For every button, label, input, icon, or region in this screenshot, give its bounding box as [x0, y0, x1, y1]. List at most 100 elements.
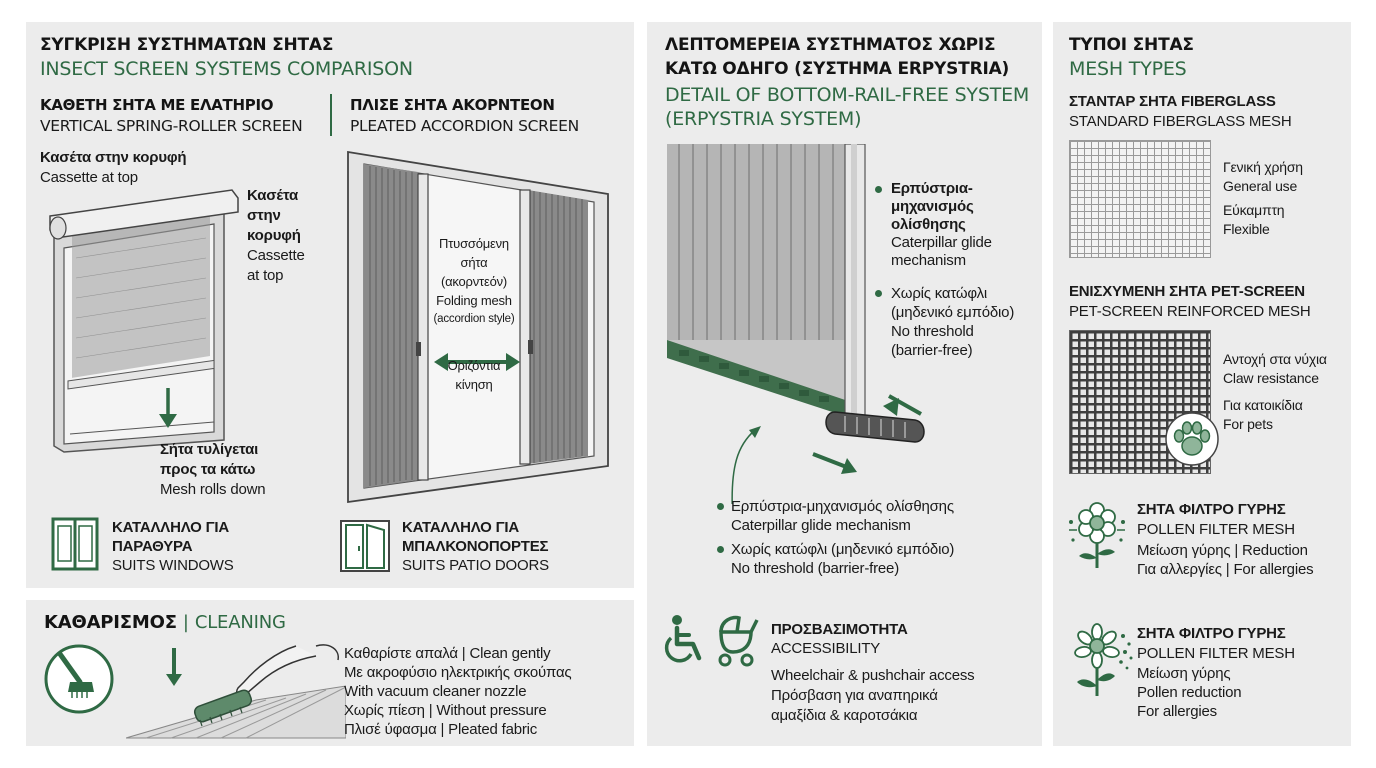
folding-mesh-line: Πτυσσόμενη: [439, 236, 509, 251]
accessibility-lines: Wheelchair & pushchair access Πρόσβαση γ…: [771, 666, 975, 726]
callout-dot-1: [875, 186, 882, 193]
accessibility-line: Πρόσβαση για αναπηρικά: [771, 687, 938, 704]
standard-mesh-swatch: [1069, 140, 1211, 258]
suits-windows-en: SUITS WINDOWS: [112, 557, 234, 574]
cassette-side-line: κορυφή: [247, 227, 301, 244]
column-divider: [330, 94, 332, 136]
bullet-threshold-en: No threshold (barrier-free): [731, 560, 899, 577]
pet-line: For pets: [1223, 416, 1273, 432]
folding-mesh-line: (accordion style): [433, 313, 515, 325]
accessibility-title-el: ΠΡΟΣΒΑΣΙΜΟΤΗΤΑ: [771, 621, 908, 638]
bullet-threshold-el: Χωρίς κατώφλι (μηδενικό εμπόδιο): [731, 541, 955, 558]
mesh-rolls-label-en: Mesh rolls down: [160, 481, 266, 498]
accessibility-line: αμαξίδια & καροτσάκια: [771, 707, 918, 724]
pushchair-icon: [718, 615, 759, 667]
detail-title-en-1: DETAIL OF BOTTOM-RAIL-FREE SYSTEM: [665, 84, 1030, 106]
folding-mesh-line: σήτα: [460, 255, 488, 270]
callout1-line: Ερπύστρια-: [891, 180, 973, 197]
pet-mesh-lines: Αντοχή στα νύχια Claw resistance Για κατ…: [1223, 350, 1327, 434]
standard-mesh-title-en: STANDARD FIBERGLASS MESH: [1069, 113, 1292, 130]
mesh-title-el: ΤΥΠΟΙ ΣΗΤΑΣ: [1069, 35, 1194, 55]
cassette-top-label-el: Κασέτα στην κορυφή: [40, 149, 187, 166]
pleated-screen-title-el: ΠΛΙΣΕ ΣΗΤΑ ΑΚΟΡΝΤΕΟΝ: [350, 96, 555, 114]
cleaning-title-el: ΚΑΘΑΡΙΣΜΟΣ: [44, 612, 177, 633]
suits-windows-el-1: ΚΑΤΑΛΛΗΛΟ ΓΙΑ: [112, 519, 229, 536]
folding-mesh-label: Πτυσσόμενη σήτα (ακορντεόν) Folding mesh…: [422, 234, 526, 329]
pet-line: Αντοχή στα νύχια: [1223, 351, 1327, 367]
bullet-caterpillar-el: Ερπύστρια-μηχανισμός ολίσθησης: [731, 498, 954, 515]
pet-mesh-title-en: PET-SCREEN REINFORCED MESH: [1069, 303, 1311, 320]
horizontal-line: κίνηση: [455, 377, 493, 392]
wheelchair-icon: [664, 615, 702, 663]
pollen2-lines: Μείωση γύρης Pollen reduction For allerg…: [1137, 664, 1242, 721]
accessibility-line: Wheelchair & pushchair access: [771, 667, 975, 684]
folding-mesh-line: (ακορντεόν): [440, 274, 508, 289]
cassette-side-line: Cassette: [247, 247, 305, 264]
callout-dot-2: [875, 290, 882, 297]
patio-door-icon: [340, 520, 390, 572]
pollen2-line: Μείωση γύρης: [1137, 665, 1231, 682]
bullet-dot-1: [717, 503, 724, 510]
cleaning-title-en: CLEANING: [194, 612, 286, 633]
callout1-line: Caterpillar glide: [891, 234, 992, 251]
cassette-top-label-en: Cassette at top: [40, 169, 138, 186]
pet-line: Για κατοικίδια: [1223, 397, 1303, 413]
suits-patio-el-1: ΚΑΤΑΛΛΗΛΟ ΓΙΑ: [402, 519, 519, 536]
pollen2-line: For allergies: [1137, 703, 1217, 720]
suits-windows-el-2: ΠΑΡΑΘΥΡΑ: [112, 538, 193, 555]
bullet-caterpillar-en: Caterpillar glide mechanism: [731, 517, 911, 534]
vertical-screen-title-el: ΚΑΘΕΤΗ ΣΗΤΑ ΜΕ ΕΛΑΤΗΡΙΟ: [40, 96, 274, 114]
standard-mesh-title-el: ΣΤΑΝΤΑΡ ΣΗΤΑ FIBERGLASS: [1069, 93, 1276, 110]
callout2-line: No threshold: [891, 323, 974, 340]
standard-mesh-lines: Γενική χρήση General use Εύκαμπτη Flexib…: [1223, 158, 1303, 239]
vertical-screen-title-en: VERTICAL SPRING-ROLLER SCREEN: [40, 117, 303, 135]
cleaning-panel: ΚΑΘΑΡΙΣΜΟΣ | CLEANING Καθαρίστε απαλ: [26, 600, 634, 746]
mesh-rolls-label-el-2: προς τα κάτω: [160, 461, 256, 478]
vacuum-nozzle-icon: [44, 644, 114, 714]
flower-icon: [1069, 502, 1125, 568]
comparison-panel: ΣΥΓΚΡΙΣΗ ΣΥΣΤΗΜΑΤΩΝ ΣΗΤΑΣ INSECT SCREEN …: [26, 22, 634, 588]
flower-icon: [1074, 623, 1133, 696]
mesh-types-panel: ΤΥΠΟΙ ΣΗΤΑΣ MESH TYPES ΣΤΑΝΤΑΡ ΣΗΤΑ FIBE…: [1053, 22, 1351, 746]
pollen2-title-en: POLLEN FILTER MESH: [1137, 645, 1295, 662]
cassette-side-line: στην: [247, 207, 281, 224]
callout1-line: ολίσθησης: [891, 216, 966, 233]
detail-title-en-2: (ERPYSTRIA SYSTEM): [665, 108, 862, 130]
suits-patio-el-2: ΜΠΑΛΚΟΝΟΠΟΡΤΕΣ: [402, 538, 549, 555]
comparison-title-en: INSECT SCREEN SYSTEMS COMPARISON: [40, 58, 413, 80]
cassette-side-line: at top: [247, 267, 284, 284]
cassette-side-line: Κασέτα: [247, 187, 299, 204]
cleaning-title: ΚΑΘΑΡΙΣΜΟΣ | CLEANING: [44, 612, 286, 634]
mesh-rolls-label-el-1: Σήτα τυλίγεται: [160, 441, 259, 458]
callout1-line: μηχανισμός: [891, 198, 974, 215]
pollen1-title-en: POLLEN FILTER MESH: [1137, 521, 1295, 538]
callout-no-threshold: Χωρίς κατώφλι (μηδενικό εμπόδιο) No thre…: [891, 284, 1014, 360]
cleaning-line: Με ακροφύσιο ηλεκτρικής σκούπας: [344, 664, 572, 681]
suits-patio-en: SUITS PATIO DOORS: [402, 557, 549, 574]
callout2-line: (barrier-free): [891, 342, 973, 359]
caterpillar-system-illustration: [667, 144, 925, 504]
cleaning-line: Πλισέ ύφασμα | Pleated fabric: [344, 721, 538, 738]
horizontal-line: Οριζόντια: [447, 358, 501, 373]
pollen2-line: Pollen reduction: [1137, 684, 1242, 701]
pollen1-line-1: Μείωση γύρης | Reduction: [1137, 542, 1308, 559]
cleaning-instructions: Καθαρίστε απαλά | Clean gently Με ακροφύ…: [344, 644, 572, 739]
pleated-screen-title-en: PLEATED ACCORDION SCREEN: [350, 117, 579, 135]
callout-caterpillar: Ερπύστρια- μηχανισμός ολίσθησης Caterpil…: [891, 180, 992, 270]
standard-line: Γενική χρήση: [1223, 159, 1303, 175]
pollen1-line-2: Για αλλεργίες | For allergies: [1137, 561, 1314, 578]
bullet-dot-2: [717, 546, 724, 553]
folding-mesh-line: Folding mesh: [436, 293, 512, 308]
paw-icon: [1165, 412, 1219, 466]
standard-line: Εύκαμπτη: [1223, 202, 1285, 218]
pet-mesh-title-el: ΕΝΙΣΧΥΜΕΝΗ ΣΗΤΑ PET-SCREEN: [1069, 283, 1305, 300]
standard-line: Flexible: [1223, 221, 1270, 237]
brush-icon: [126, 644, 346, 739]
pleated-door-illustration: [347, 150, 609, 504]
vertical-roller-window-illustration: [49, 189, 239, 453]
window-icon: [51, 517, 99, 571]
detail-title-el-1: ΛΕΠΤΟΜΕΡΕΙΑ ΣΥΣΤΗΜΑΤΟΣ ΧΩΡΙΣ: [665, 35, 996, 55]
cleaning-line: Χωρίς πίεση | Without pressure: [344, 702, 547, 719]
pet-mesh-swatch: [1069, 330, 1211, 474]
pollen1-title-el: ΣΗΤΑ ΦΙΛΤΡΟ ΓΥΡΗΣ: [1137, 501, 1286, 518]
